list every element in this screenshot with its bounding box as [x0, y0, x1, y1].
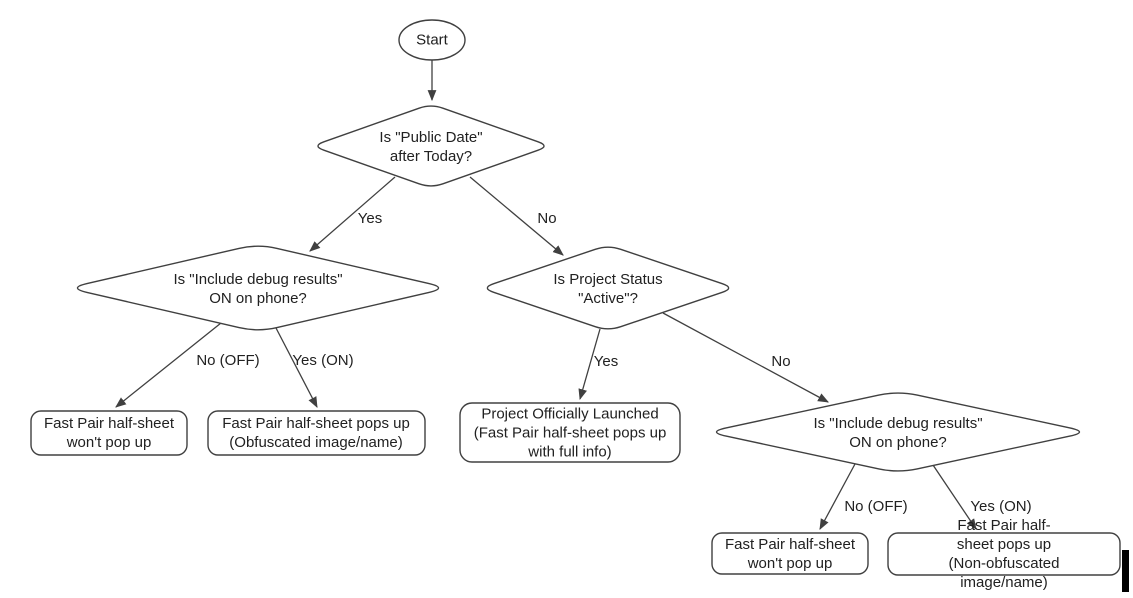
- edge-debug-left-yes: [275, 327, 318, 408]
- decision-debug-right: [715, 392, 1081, 472]
- start-node: [398, 19, 466, 61]
- edge-project-status-no: [662, 312, 829, 403]
- result-no-popup-left: [30, 410, 188, 456]
- result-launched: [459, 402, 681, 463]
- edge-project-status-yes: [578, 328, 601, 401]
- decision-project-status: [486, 246, 730, 330]
- result-obfuscated: [207, 410, 426, 456]
- text-cursor: [1122, 550, 1129, 592]
- result-no-popup-right: [711, 532, 869, 575]
- decision-public-date: [317, 105, 545, 187]
- edge-debug-right-no: [819, 463, 856, 530]
- edge-public-date-no: [469, 176, 564, 256]
- edge-debug-left-no: [115, 322, 222, 408]
- result-non-obfuscated: [887, 532, 1121, 576]
- edge-public-date-yes: [309, 176, 396, 252]
- edge-debug-right-yes: [932, 464, 977, 530]
- decision-debug-left: [76, 245, 440, 331]
